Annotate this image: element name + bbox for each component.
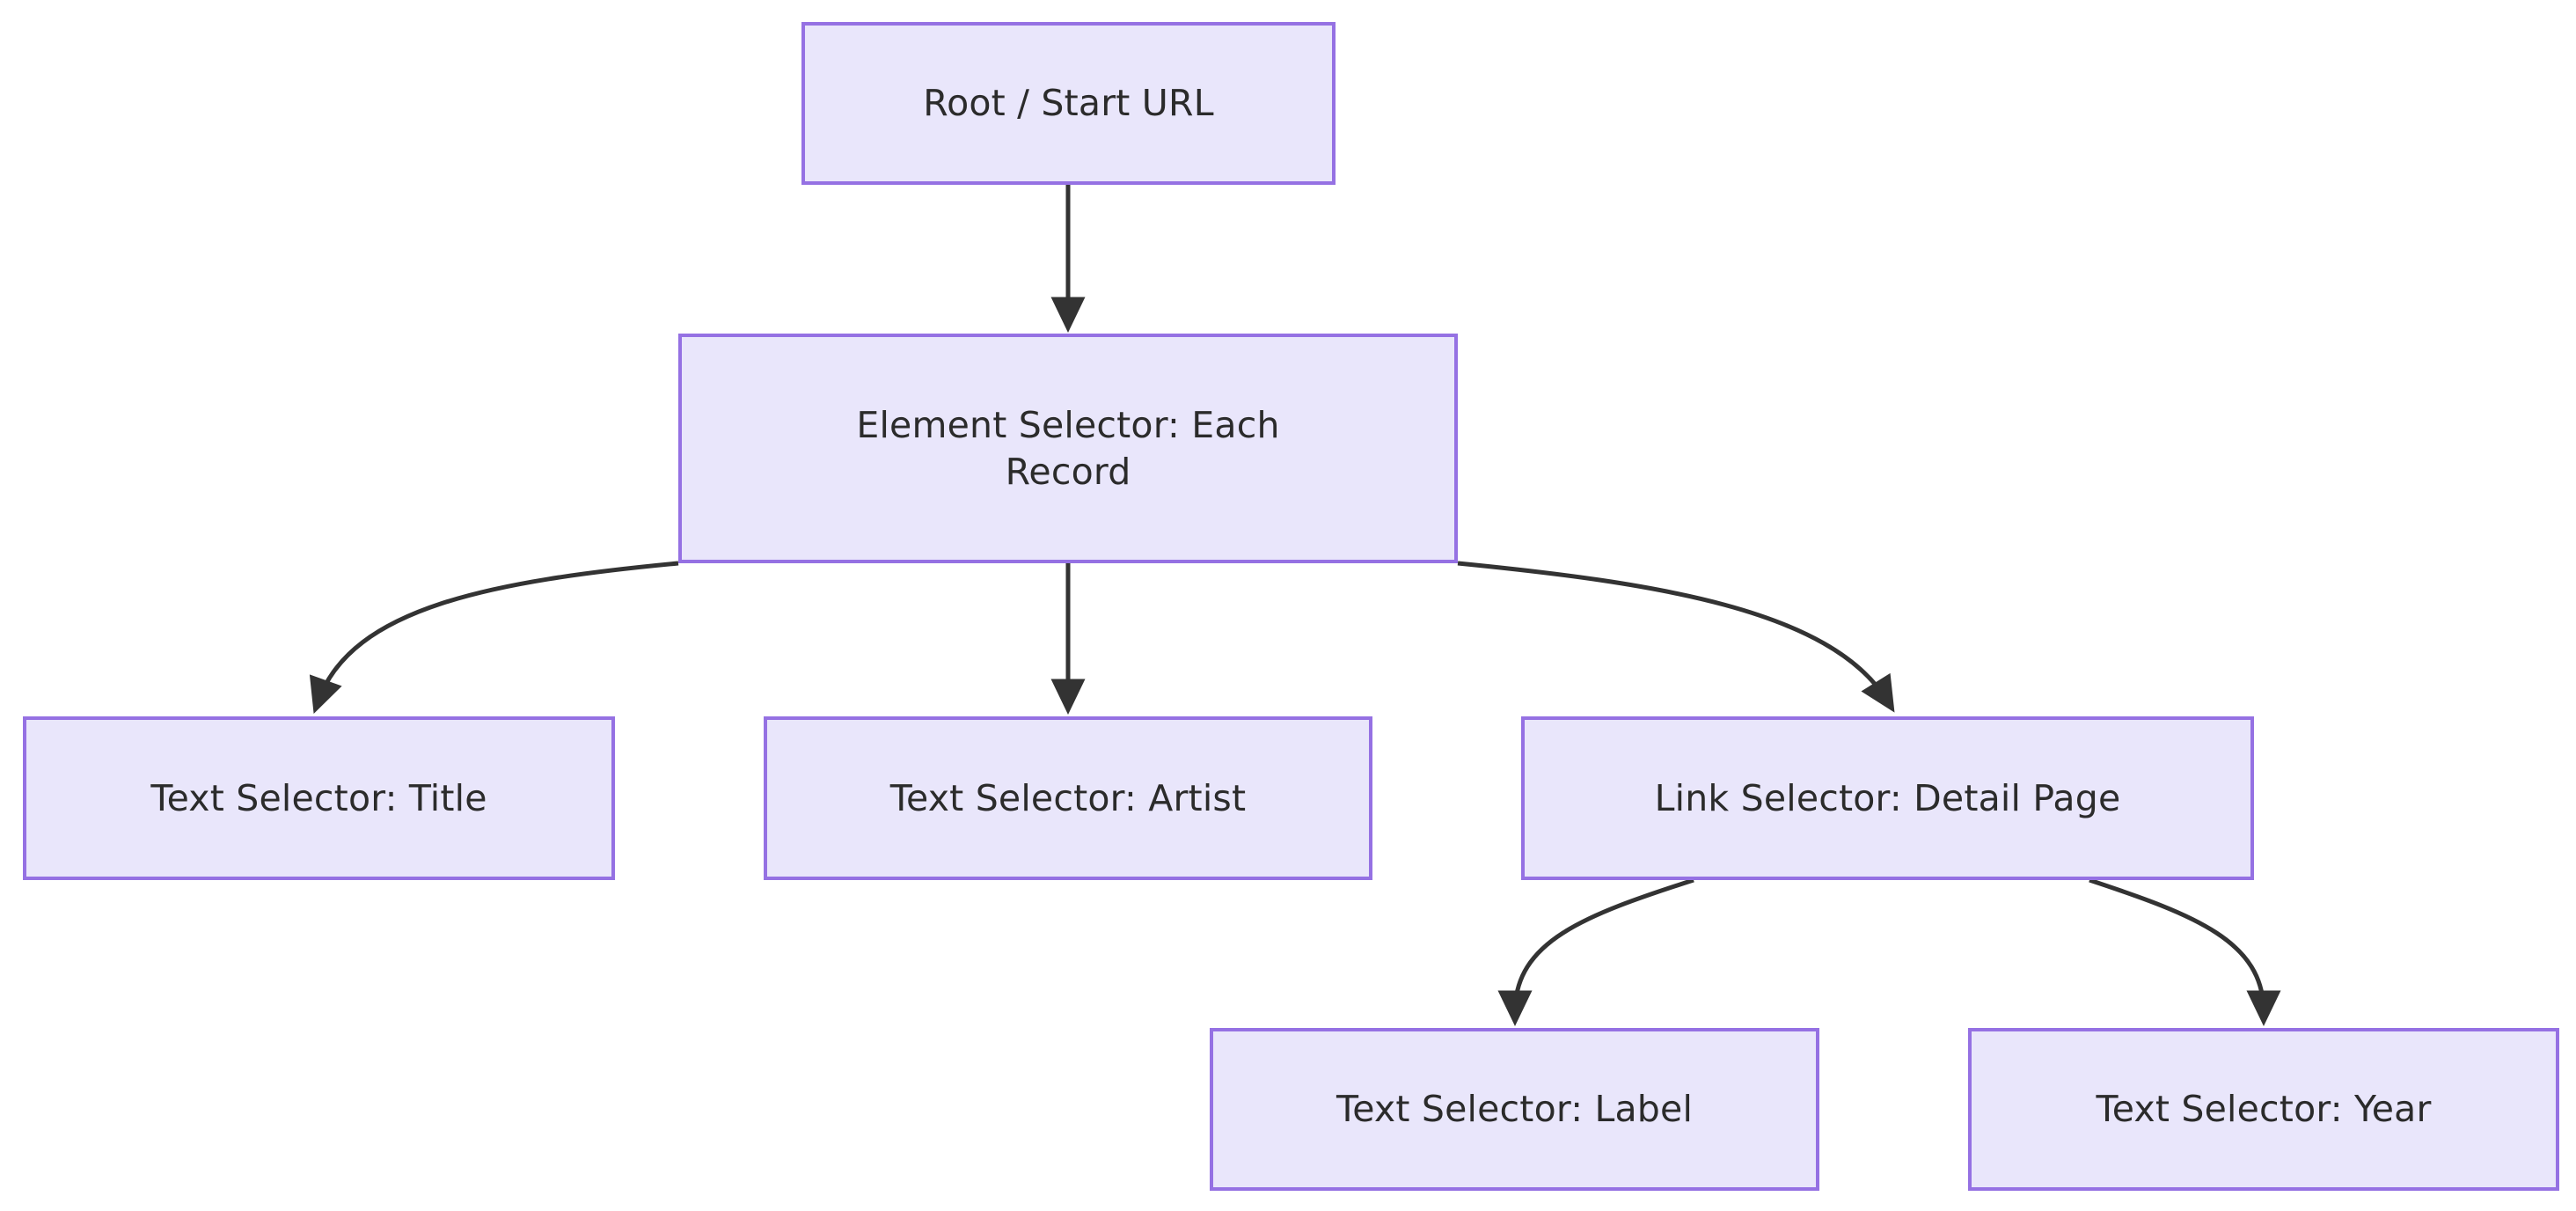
node-text-selector-title-label: Text Selector: Title — [150, 776, 487, 819]
node-text-selector-artist[interactable]: Text Selector: Artist — [764, 716, 1372, 880]
node-link-selector-detail-page[interactable]: Link Selector: Detail Page — [1521, 716, 2254, 880]
node-text-selector-year-label: Text Selector: Year — [2096, 1088, 2432, 1131]
node-root-start-url-label: Root / Start URL — [923, 82, 1214, 125]
edge-link-to-label — [1497, 877, 1694, 1026]
node-text-selector-year[interactable]: Text Selector: Year — [1968, 1028, 2559, 1191]
node-text-selector-label-label: Text Selector: Label — [1336, 1088, 1694, 1131]
node-element-selector-each-record-label: Element Selector: Each Record — [856, 404, 1280, 493]
node-element-selector-each-record[interactable]: Element Selector: Each Record — [678, 334, 1458, 563]
node-text-selector-label[interactable]: Text Selector: Label — [1210, 1028, 1819, 1191]
edge-element-to-title — [309, 561, 679, 715]
node-link-selector-detail-page-label: Link Selector: Detail Page — [1654, 776, 2121, 819]
edge-element-to-link — [1457, 561, 1895, 713]
edge-link-to-year — [2089, 877, 2281, 1026]
node-text-selector-artist-label: Text Selector: Artist — [889, 776, 1247, 819]
node-root-start-url[interactable]: Root / Start URL — [801, 22, 1336, 185]
node-text-selector-title[interactable]: Text Selector: Title — [23, 716, 615, 880]
